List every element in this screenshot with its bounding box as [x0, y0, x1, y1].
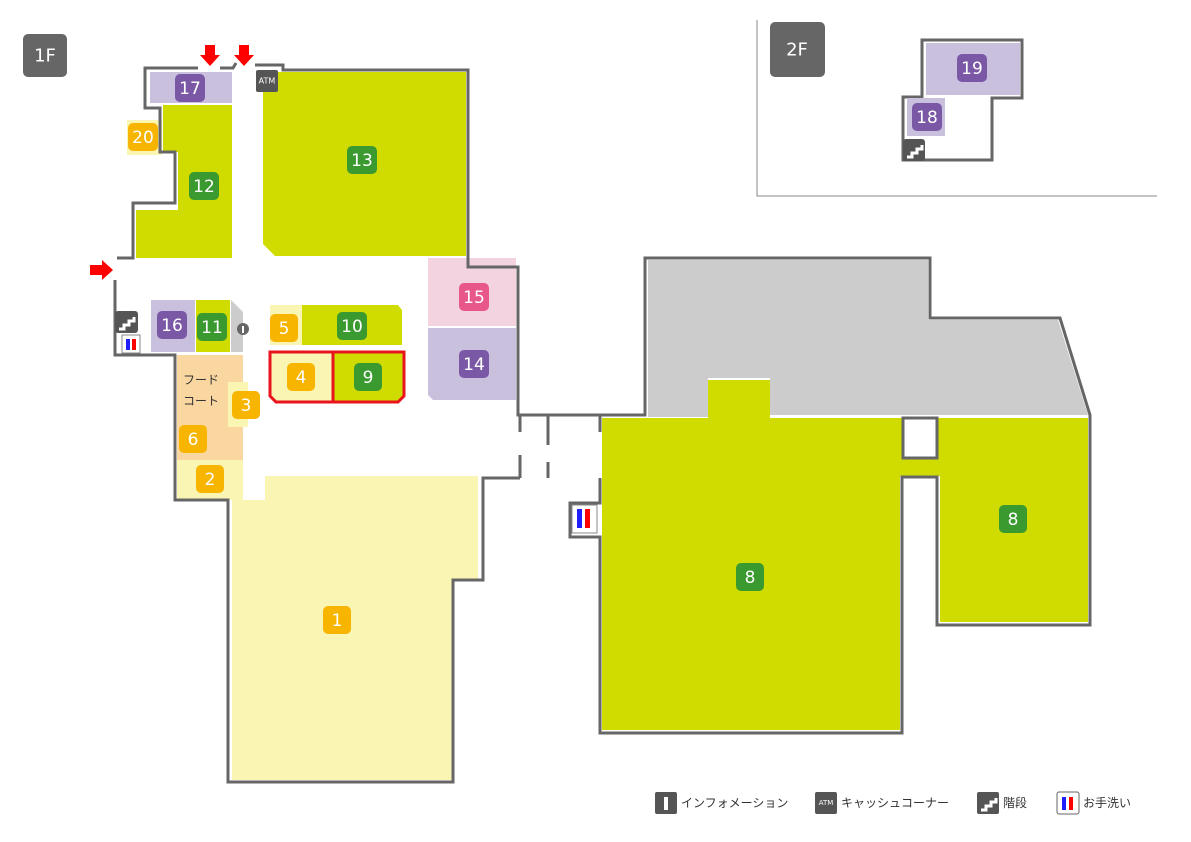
area-1[interactable]	[232, 476, 478, 780]
store-badge-20[interactable]: 20	[128, 123, 158, 151]
2f-inset-frame	[756, 20, 1157, 197]
svg-text:ATM: ATM	[819, 799, 834, 807]
legend: インフォメーション ATM キャッシュコーナー 階段 お手洗い	[655, 791, 1131, 815]
badge-background	[157, 311, 187, 339]
store-badge-8[interactable]: 8	[736, 563, 764, 591]
store-badge-11[interactable]: 11	[197, 313, 227, 341]
legend-item-stairs: 階段	[977, 792, 1027, 814]
store-badge-6[interactable]: 6	[179, 425, 207, 453]
badge-background	[189, 172, 219, 200]
badge-background	[270, 314, 298, 342]
store-number: 18	[916, 108, 938, 128]
store-number: 15	[463, 288, 485, 308]
badge-background	[347, 146, 377, 174]
legend-item-info: インフォメーション	[655, 792, 788, 814]
badge-background	[337, 312, 367, 340]
badge-background	[128, 123, 158, 151]
store-number: 12	[193, 177, 215, 197]
store-badge-2[interactable]: 2	[196, 465, 224, 493]
store-badge-5[interactable]: 5	[270, 314, 298, 342]
restroom-icon[interactable]	[121, 334, 141, 354]
store-badge-3[interactable]: 3	[232, 391, 260, 419]
store-number: 9	[363, 368, 374, 388]
store-number: 14	[463, 355, 485, 375]
svg-text:インフォメーション: インフォメーション	[681, 796, 788, 810]
badge-background	[175, 74, 205, 102]
atm-icon[interactable]: ATM	[256, 70, 278, 92]
store-number: 4	[296, 368, 307, 388]
badge-background	[957, 54, 987, 82]
stairs-icon[interactable]	[115, 311, 138, 333]
stairs-icon[interactable]	[903, 139, 925, 161]
food-court-label-1: フード	[183, 373, 219, 387]
store-number: 5	[279, 319, 290, 339]
gray-area	[648, 260, 1088, 417]
svg-text:キャッシュコーナー: キャッシュコーナー	[841, 796, 949, 810]
store-number: 13	[351, 151, 373, 171]
store-number: 6	[188, 430, 199, 450]
badge-background	[459, 283, 489, 311]
store-badge-14[interactable]: 14	[459, 350, 489, 378]
badge-background	[912, 103, 942, 131]
store-badge-17[interactable]: 17	[175, 74, 205, 102]
badge-background	[179, 425, 207, 453]
store-badge-16[interactable]: 16	[157, 311, 187, 339]
store-badge-12[interactable]: 12	[189, 172, 219, 200]
legend-item-restroom: お手洗い	[1056, 791, 1131, 815]
store-badge-1[interactable]: 1	[323, 606, 351, 634]
highlight-outline	[268, 350, 406, 404]
legend-item-atm: ATM キャッシュコーナー	[815, 792, 949, 814]
entrance-arrow-icon	[90, 260, 113, 280]
area-12[interactable]	[136, 105, 232, 258]
store-number: 2	[205, 470, 216, 490]
store-number: 17	[179, 79, 201, 99]
store-number: 11	[201, 318, 223, 338]
svg-text:1F: 1F	[34, 46, 56, 67]
restroom-icon	[1056, 791, 1080, 815]
info-area	[231, 300, 243, 352]
food-court-label-2: コート	[183, 394, 219, 408]
store-badge-15[interactable]: 15	[459, 283, 489, 311]
svg-text:2F: 2F	[786, 40, 808, 61]
area-8[interactable]	[602, 380, 1088, 730]
badge-background	[323, 606, 351, 634]
badge-background	[736, 563, 764, 591]
store-number: 8	[745, 568, 756, 588]
svg-text:お手洗い: お手洗い	[1083, 796, 1131, 810]
pillar-box	[901, 416, 939, 460]
badge-background	[232, 391, 260, 419]
badge-background	[197, 313, 227, 341]
restroom-icon[interactable]	[571, 504, 598, 534]
badge-background	[196, 465, 224, 493]
info-icon[interactable]	[237, 323, 249, 335]
svg-text:ATM: ATM	[259, 77, 276, 86]
store-badge-19[interactable]: 19	[957, 54, 987, 82]
badge-background	[459, 350, 489, 378]
store-number: 3	[241, 396, 252, 416]
store-badge-10[interactable]: 10	[337, 312, 367, 340]
badge-background	[354, 363, 382, 391]
floor-label-1f[interactable]: 1F	[23, 34, 67, 77]
store-badge-18[interactable]: 18	[912, 103, 942, 131]
badge-background	[999, 505, 1027, 533]
store-number: 19	[961, 59, 983, 79]
floor-label-2f[interactable]: 2F	[770, 22, 825, 77]
store-badge-4[interactable]: 4	[287, 363, 315, 391]
entrance-arrow-icon	[234, 45, 254, 66]
store-badge-9[interactable]: 9	[354, 363, 382, 391]
store-number: 10	[341, 317, 363, 337]
store-number: 20	[132, 128, 154, 148]
atm-icon	[815, 792, 837, 814]
store-badge-13[interactable]: 13	[347, 146, 377, 174]
store-number: 8	[1008, 510, 1019, 530]
badge-background	[287, 363, 315, 391]
svg-text:階段: 階段	[1003, 795, 1027, 810]
entrance-arrow-icon	[200, 45, 220, 66]
store-badge-8[interactable]: 8	[999, 505, 1027, 533]
store-number: 16	[161, 316, 183, 336]
building-wall	[113, 62, 1092, 784]
store-number: 1	[332, 611, 343, 631]
